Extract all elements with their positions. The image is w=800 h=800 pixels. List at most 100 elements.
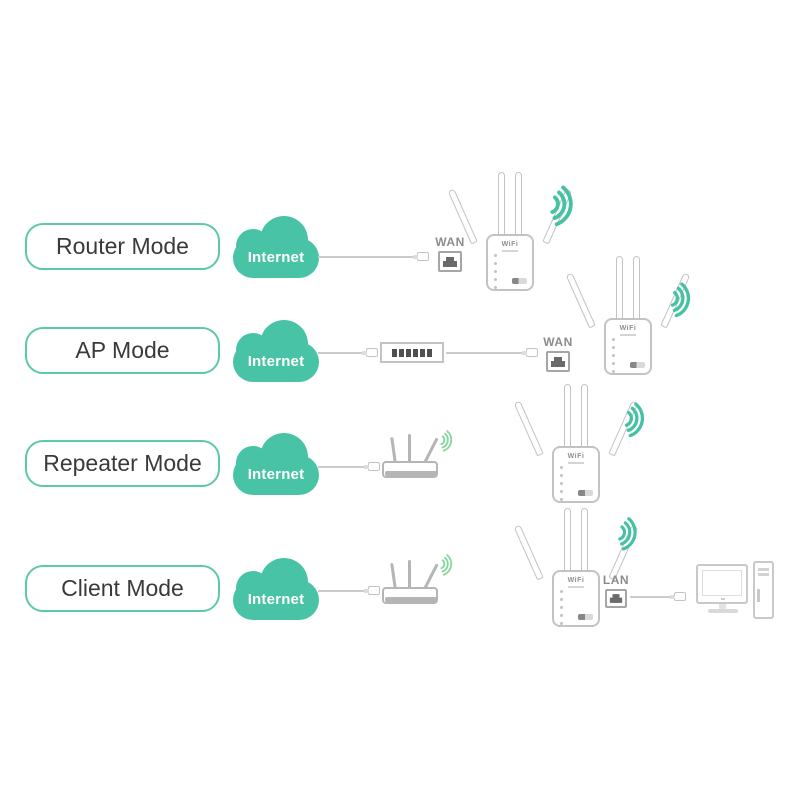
lan-label: LAN xyxy=(602,573,630,587)
router-antenna xyxy=(390,436,397,464)
antenna xyxy=(498,172,505,238)
router-antenna xyxy=(408,434,411,463)
cloud-shape xyxy=(233,342,319,382)
cable-line xyxy=(318,256,417,258)
switch-port xyxy=(399,348,404,357)
network-switch-icon xyxy=(380,342,444,363)
wifi-signal-icon xyxy=(618,517,637,551)
antenna xyxy=(616,256,623,322)
cable-line xyxy=(446,352,526,354)
router-panel xyxy=(385,471,437,476)
cloud-shape xyxy=(233,455,319,495)
brand-badge xyxy=(630,362,645,368)
cable-connector-icon xyxy=(670,592,686,601)
monitor-stand xyxy=(719,604,726,610)
led-column xyxy=(612,338,615,373)
wan-port: WAN xyxy=(542,336,574,372)
internet-label: Internet xyxy=(247,466,305,483)
cloud-shape xyxy=(233,580,319,620)
antenna xyxy=(581,384,588,450)
wan-port: WAN xyxy=(434,236,466,272)
led-column xyxy=(494,254,497,289)
monitor-screen xyxy=(702,570,742,596)
antenna xyxy=(633,256,640,322)
router-led xyxy=(427,597,434,600)
pc-tower-icon xyxy=(753,561,774,619)
ethernet-port-icon xyxy=(546,351,570,372)
internet-cloud-icon: Internet xyxy=(233,216,319,278)
cable-line xyxy=(318,590,368,592)
router-panel xyxy=(385,597,437,602)
wifi-logo: WiFi xyxy=(606,325,650,336)
antenna xyxy=(565,272,596,329)
device-body: WiFi xyxy=(604,318,652,375)
antenna xyxy=(564,384,571,450)
repeater-device-icon: WiFi xyxy=(513,508,639,628)
antenna xyxy=(515,172,522,238)
device-body: WiFi xyxy=(486,234,534,291)
brand-badge xyxy=(578,490,593,496)
cable-line xyxy=(318,466,368,468)
internet-label: Internet xyxy=(247,249,305,266)
wan-label: WAN xyxy=(543,335,573,349)
brand-badge xyxy=(578,614,593,620)
router-antenna xyxy=(390,562,397,590)
antenna xyxy=(581,508,588,574)
switch-port xyxy=(392,348,397,357)
mode-pill-router-label: Router Mode xyxy=(56,233,189,259)
device-body: WiFi xyxy=(552,446,600,503)
monitor-base xyxy=(708,609,738,613)
cable-line xyxy=(630,596,674,598)
antenna xyxy=(513,400,544,457)
wifi-signal-icon xyxy=(670,282,691,318)
router-led xyxy=(427,471,434,474)
device-body: WiFi xyxy=(552,570,600,627)
antenna xyxy=(564,508,571,574)
cable-connector-icon xyxy=(413,252,429,261)
internet-label: Internet xyxy=(247,353,305,370)
internet-label: Internet xyxy=(247,591,305,608)
led-column xyxy=(560,590,563,625)
mode-pill-router: Router Mode xyxy=(25,223,220,270)
wifi-router-icon xyxy=(382,556,440,604)
wifi-logo: WiFi xyxy=(488,241,532,252)
cable-line xyxy=(318,352,366,354)
wifi-signal-icon xyxy=(440,554,453,576)
cable-connector-icon xyxy=(362,348,378,357)
wan-label: WAN xyxy=(435,235,465,249)
monitor-button xyxy=(721,598,725,600)
repeater-device-icon: WiFi xyxy=(513,384,639,504)
lan-port: LAN xyxy=(600,574,632,608)
desktop-monitor-icon xyxy=(696,564,748,604)
wifi-logo: WiFi xyxy=(554,577,598,588)
mode-pill-repeater-label: Repeater Mode xyxy=(43,450,202,476)
switch-port xyxy=(413,348,418,357)
mode-pill-ap: AP Mode xyxy=(25,327,220,374)
tower-vent xyxy=(758,573,769,576)
tower-vent xyxy=(758,568,769,571)
mode-pill-client-label: Client Mode xyxy=(61,575,184,601)
wifi-router-icon xyxy=(382,430,440,478)
wifi-signal-icon xyxy=(624,402,645,438)
brand-badge xyxy=(512,278,527,284)
mode-pill-ap-label: AP Mode xyxy=(75,337,170,363)
mode-pill-repeater: Repeater Mode xyxy=(25,440,220,487)
switch-port xyxy=(420,348,425,357)
repeater-device-icon: WiFi xyxy=(565,256,691,376)
wifi-signal-icon xyxy=(440,430,453,452)
router-antenna xyxy=(408,560,411,589)
ethernet-port-icon xyxy=(438,251,462,272)
internet-cloud-icon: Internet xyxy=(233,433,319,495)
switch-port xyxy=(427,348,432,357)
cable-connector-icon xyxy=(364,462,380,471)
tower-slot xyxy=(757,589,760,602)
cable-connector-icon xyxy=(522,348,538,357)
ethernet-port-icon xyxy=(605,589,627,608)
mode-pill-client: Client Mode xyxy=(25,565,220,612)
wifi-signal-icon xyxy=(550,185,573,227)
internet-cloud-icon: Internet xyxy=(233,558,319,620)
cable-connector-icon xyxy=(364,586,380,595)
led-column xyxy=(560,466,563,501)
antenna xyxy=(513,524,544,581)
